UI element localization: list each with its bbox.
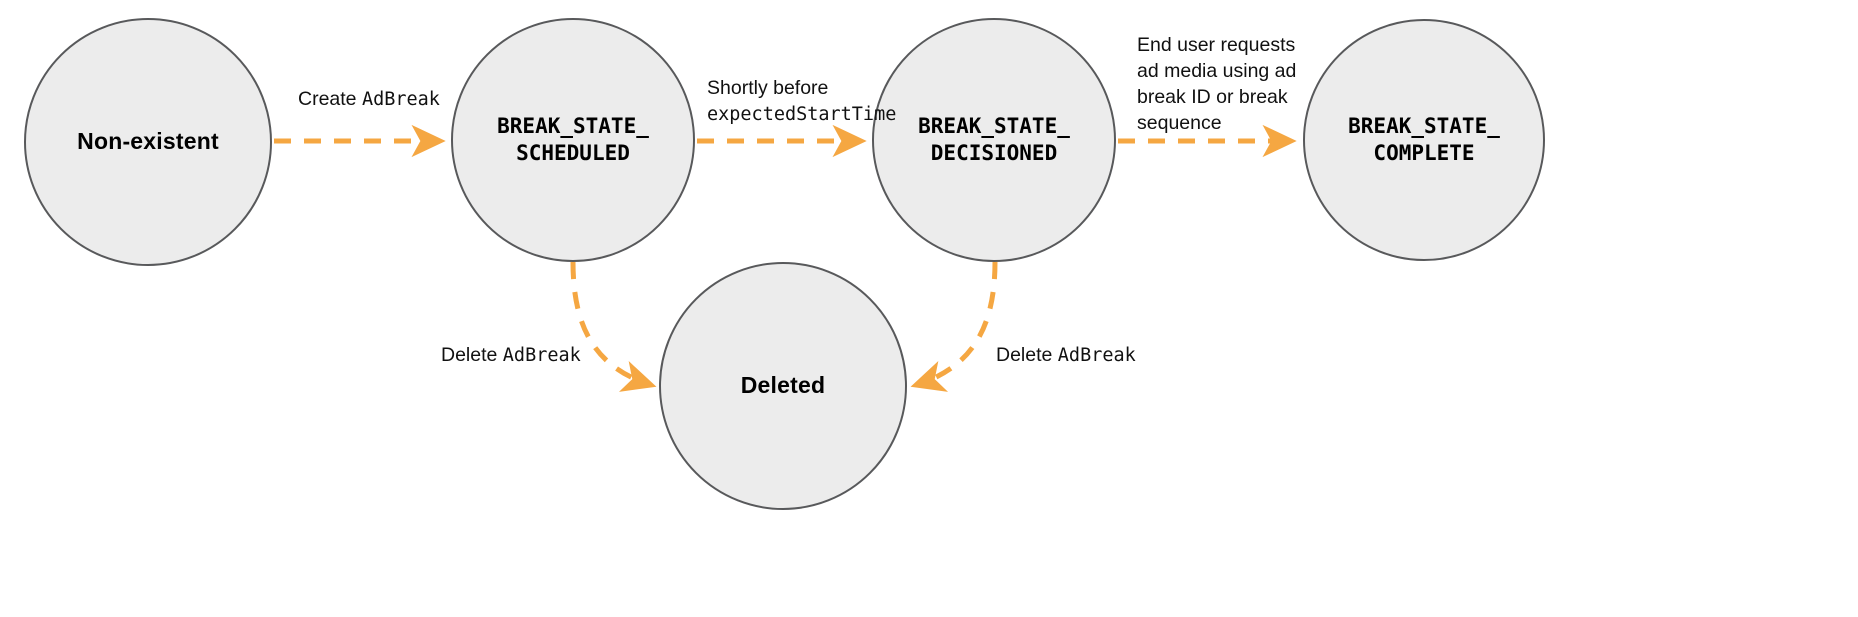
state-node-label: BREAK_STATE_ COMPLETE — [1348, 113, 1500, 165]
state-node-break-state-decisioned[interactable]: BREAK_STATE_ DECISIONED — [872, 18, 1116, 262]
state-node-break-state-scheduled[interactable]: BREAK_STATE_ SCHEDULED — [451, 18, 695, 262]
edge-delete-from-scheduled — [570, 261, 657, 392]
edge-label-delete-adbreak-from-decisioned: Delete AdBreak — [996, 344, 1136, 366]
edge-label-delete-adbreak-from-scheduled: Delete AdBreak — [441, 344, 581, 366]
edge-label-create-adbreak: Create AdBreak — [298, 88, 440, 110]
state-node-label: Non-existent — [77, 128, 219, 155]
state-node-break-state-complete[interactable]: BREAK_STATE_ COMPLETE — [1303, 19, 1545, 261]
state-node-label: BREAK_STATE_ SCHEDULED — [497, 113, 649, 165]
state-node-non-existent[interactable]: Non-existent — [24, 18, 272, 266]
state-node-deleted[interactable]: Deleted — [659, 262, 907, 510]
state-node-label: Deleted — [740, 372, 826, 399]
edge-delete-from-decisioned — [910, 261, 998, 392]
state-node-label: BREAK_STATE_ DECISIONED — [918, 113, 1070, 165]
